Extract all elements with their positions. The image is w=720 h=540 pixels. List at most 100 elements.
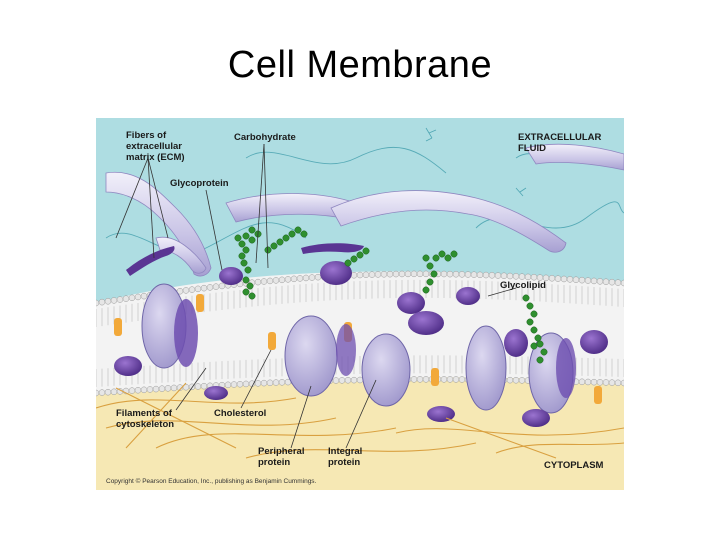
sugar-bead	[344, 259, 352, 267]
lipid-head	[386, 270, 394, 278]
lipid-head	[614, 279, 622, 286]
lipid-head	[98, 298, 106, 306]
lipid-head	[380, 271, 388, 278]
sugar-bead	[536, 356, 544, 364]
lipid-head	[608, 379, 616, 386]
lipid-head	[446, 376, 454, 383]
sugar-bead	[238, 252, 246, 260]
sugar-bead	[444, 254, 452, 262]
lipid-head	[134, 386, 142, 394]
lipid-head	[344, 376, 352, 384]
cell-membrane-diagram: Fibers of extracellular matrix (ECM) Car…	[96, 118, 624, 490]
lipid-head	[212, 283, 220, 290]
sugar-bead	[356, 251, 364, 259]
lipid-head	[122, 295, 130, 302]
sugar-bead	[422, 286, 430, 294]
lipid-head	[104, 388, 112, 396]
lipid-head	[302, 274, 310, 282]
lipid-head	[590, 378, 598, 386]
sugar-bead	[234, 234, 242, 242]
lipid-head	[476, 271, 484, 279]
lipid-head	[620, 379, 624, 387]
lipid-head	[362, 271, 370, 279]
sugar-bead	[526, 302, 534, 310]
lipid-head	[200, 382, 208, 390]
lipid-head	[548, 274, 556, 282]
lipid-head	[140, 292, 148, 300]
leader-lines	[115, 143, 517, 449]
lipid-head	[554, 275, 562, 282]
sugar-bead	[246, 282, 254, 290]
lipid-head	[128, 387, 136, 394]
lipid-head	[242, 380, 250, 388]
sugar-bead	[534, 334, 542, 342]
lipid-head	[422, 270, 430, 278]
peripheral-proteins	[114, 261, 608, 427]
lipid-head	[440, 270, 448, 278]
lipid-head	[170, 384, 178, 392]
copyright-text: Copyright © Pearson Education, Inc., pub…	[106, 478, 317, 485]
ecm-fibers	[105, 143, 624, 277]
label-glycoprotein: Glycoprotein	[170, 178, 229, 189]
lipid-head	[560, 275, 568, 283]
lipid-head	[134, 293, 142, 301]
lipid-head	[422, 376, 430, 383]
label-carbohydrate: Carbohydrate	[234, 132, 296, 143]
sugar-bead	[270, 242, 278, 250]
cytoskeleton-filaments	[96, 382, 624, 459]
lipid-head	[596, 379, 604, 386]
slide-title: Cell Membrane	[227, 44, 493, 86]
lipid-head	[206, 284, 214, 291]
sugar-bead	[350, 255, 358, 263]
lipid-head	[482, 271, 490, 279]
lipid-head	[200, 284, 208, 292]
lipid-head	[260, 278, 268, 285]
sugar-bead	[248, 292, 256, 300]
sugar-bead	[530, 310, 538, 318]
sugar-bead	[238, 240, 246, 248]
lipid-head	[440, 376, 448, 383]
lipid-head	[524, 273, 532, 281]
lipid-head	[572, 276, 580, 283]
sugar-bead	[422, 254, 430, 262]
sugar-bead	[362, 247, 370, 255]
lipid-head	[104, 298, 112, 305]
lipid-head	[128, 294, 136, 302]
lipid-head	[590, 277, 598, 285]
sugar-bead	[282, 234, 290, 242]
sugar-bead	[264, 246, 272, 254]
lipid-head	[512, 273, 520, 280]
sugar-bead	[536, 340, 544, 348]
lipid-head	[254, 380, 262, 387]
lipid-head	[494, 272, 502, 279]
sugar-bead	[432, 254, 440, 262]
sugar-bead	[530, 326, 538, 334]
label-extracellular-fluid: EXTRACELLULAR FLUID	[518, 132, 602, 154]
lipid-head	[194, 285, 202, 293]
label-integral-protein: Integral protein	[328, 446, 363, 468]
sugar-bead	[244, 266, 252, 274]
membrane-illustration	[96, 118, 624, 490]
lipid-head	[296, 275, 304, 282]
sugar-bead	[242, 276, 250, 284]
lipid-head	[458, 271, 466, 278]
sugar-bead	[426, 278, 434, 286]
lipid-head	[308, 274, 316, 281]
lipid-head	[578, 378, 586, 386]
sugar-bead	[530, 342, 538, 350]
lipid-head	[224, 381, 232, 389]
lipid-head	[458, 376, 466, 383]
lipid-head	[146, 386, 154, 393]
sugar-bead	[430, 270, 438, 278]
lipid-head	[278, 276, 286, 284]
lipid-head	[266, 379, 274, 387]
lipid-head	[110, 388, 118, 396]
lipid-head	[464, 271, 472, 278]
sugar-bead	[242, 288, 250, 296]
lipid-head	[248, 380, 256, 387]
sugar-bead	[276, 238, 284, 246]
lipid-head	[596, 278, 604, 285]
sugar-bead	[240, 259, 248, 267]
lipid-head	[260, 379, 268, 387]
lipid-head	[398, 270, 406, 278]
